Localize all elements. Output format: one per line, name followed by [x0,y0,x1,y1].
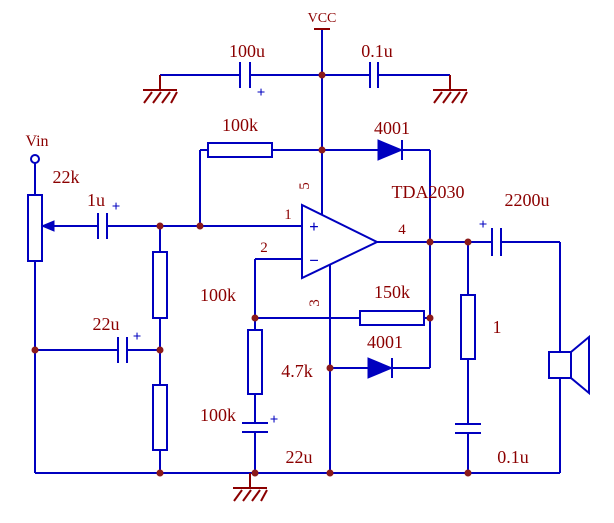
label-2200u: 2200u [505,190,550,210]
speaker-icon [548,334,590,396]
label-1ohm: 1 [493,317,502,337]
resistor-100k-bias-mid [152,251,168,319]
resistor-1ohm-zobel [460,294,476,360]
polarity-plus-100u: + [257,85,266,101]
opamp-tda2030 [301,203,380,280]
label-4001-top: 4001 [374,118,410,138]
polarity-plus-22u-bias: + [133,329,142,345]
label-tda2030: TDA2030 [392,182,465,202]
vcc-label: VCC [308,11,337,26]
label-0.1u-zobel: 0.1u [497,447,529,467]
label-0.1u-supply: 0.1u [361,41,393,61]
label-150k: 150k [374,282,410,302]
capacitor-100u-supply [239,62,251,88]
capacitor-1u-input [97,213,108,239]
label-4001-bottom: 4001 [367,332,403,352]
polarity-plus-2200u: + [479,217,488,233]
pin-5-label: 5 [297,182,313,190]
label-22u-bias: 22u [93,314,120,334]
label-100k-bottom: 100k [200,405,236,425]
capacitor-22u-bias [117,337,128,363]
label-100k-top: 100k [222,115,258,135]
polarity-plus-1u: + [112,199,121,215]
label-vin: Vin [25,133,48,150]
potentiometer-22k [27,194,55,262]
label-22u-feedback: 22u [286,447,313,467]
capacitor-0.1u-supply [369,62,379,88]
diode-4001-bottom [367,357,394,379]
ground-icon [232,472,268,502]
label-100u: 100u [229,41,265,61]
label-1u: 1u [87,190,105,210]
label-100k-mid: 100k [200,285,236,305]
capacitor-0.1u-zobel [455,423,481,434]
capacitor-22u-feedback [242,422,268,433]
ground-icon [142,74,178,104]
circuit-wires [34,30,561,474]
resistor-100k-bias-bottom [152,384,168,451]
polarity-plus-22u-feedback: + [270,412,279,428]
ground-icon [432,74,468,104]
pin-2-label: 2 [260,240,268,256]
resistor-150k-feedback [359,310,425,326]
pin-3-label: 3 [307,299,323,307]
vin-terminal [30,154,40,164]
label-4.7k: 4.7k [281,361,313,381]
pin-4-label: 4 [398,222,406,238]
pin-1-label: 1 [284,207,292,223]
label-22k: 22k [53,167,80,187]
diode-4001-top [377,139,404,161]
resistor-100k-bias-top [207,142,273,158]
junction-dots [31,71,472,477]
capacitor-2200u-output [491,228,502,256]
opamp-plus-sign: + [309,217,319,236]
wiper-arrow-icon [40,220,55,232]
resistor-4.7k-feedback [247,329,263,395]
opamp-minus-sign: − [309,251,319,270]
